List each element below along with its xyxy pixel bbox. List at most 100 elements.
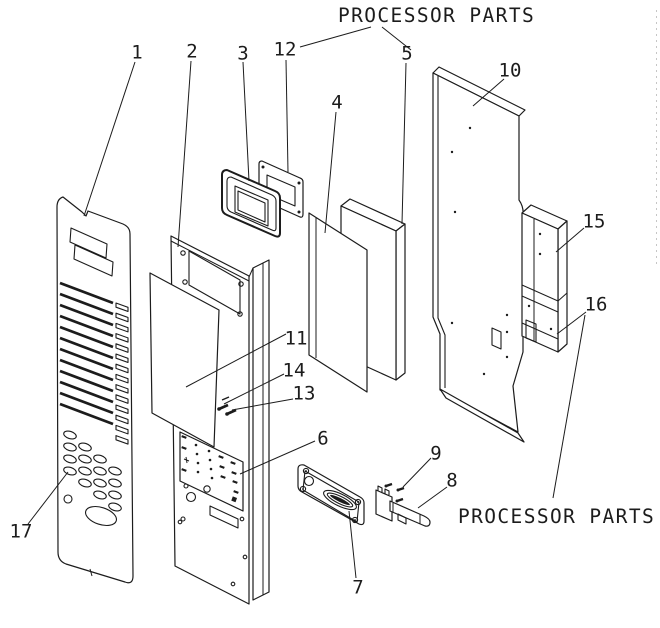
vent-slat	[59, 402, 114, 426]
callout-1: 1	[131, 42, 142, 64]
part-9-screws	[384, 482, 405, 503]
keypad-button	[78, 454, 92, 464]
leader-line	[555, 227, 585, 253]
display-window	[69, 227, 108, 259]
vent-slot	[115, 394, 129, 404]
panel-flange	[252, 259, 270, 601]
part-11-cover-sheet	[149, 272, 220, 448]
callout-8: 8	[446, 470, 457, 492]
keypad-button	[93, 454, 107, 464]
leader-line	[83, 61, 136, 217]
callout-7: 7	[352, 577, 363, 599]
panel-window	[188, 250, 241, 315]
small-button	[63, 494, 73, 504]
leader-line	[552, 314, 586, 499]
vent-slat	[59, 391, 114, 415]
vent-slat	[59, 281, 114, 305]
vent-slat	[59, 358, 114, 382]
keypad-button	[63, 454, 77, 464]
leader-line	[556, 311, 587, 335]
callout-12: 12	[274, 39, 297, 61]
key-mark	[219, 465, 225, 469]
vent-slot	[115, 343, 129, 353]
key-dot	[194, 443, 198, 447]
leader-line	[231, 398, 294, 411]
key-dot	[195, 452, 199, 456]
vent-slot	[115, 373, 129, 384]
leader-line	[324, 111, 337, 234]
callout-11: 11	[285, 328, 308, 350]
callout-2: 2	[186, 41, 197, 63]
part-6-keypad-membrane	[179, 431, 244, 512]
keypad-button	[108, 478, 122, 488]
callout-9: 9	[430, 443, 441, 465]
key-mark	[233, 490, 239, 494]
vent-slat	[59, 303, 114, 327]
leader-line	[239, 440, 316, 475]
keypad-button	[78, 478, 92, 488]
part-10-rear-panel	[432, 66, 526, 443]
callout-15: 15	[583, 211, 606, 233]
leader-line	[381, 26, 412, 51]
vent-slot	[115, 302, 129, 313]
rivet-dots	[450, 126, 509, 376]
leader-line	[27, 471, 69, 525]
leader-line	[223, 373, 285, 405]
key-mark	[181, 446, 187, 450]
key-dot	[210, 476, 214, 480]
callout-10: 10	[499, 60, 522, 82]
vent-slot	[115, 404, 129, 415]
vent-slot	[115, 333, 129, 343]
vent-slat	[59, 292, 114, 316]
leader-line	[417, 486, 448, 509]
key-mark	[218, 455, 224, 459]
vent-slot	[115, 353, 129, 364]
part-1-front-panel	[56, 196, 134, 584]
part-8-bracket	[375, 485, 431, 527]
vent-slat	[59, 336, 114, 360]
callout-14: 14	[283, 360, 306, 382]
callout-17: 17	[10, 521, 33, 543]
keypad-button	[63, 466, 77, 476]
leader-line	[348, 510, 357, 579]
part-15-16-brackets	[521, 204, 568, 353]
callout-6: 6	[317, 428, 328, 450]
title-top: PROCESSOR PARTS	[338, 4, 535, 27]
keypad-button	[108, 502, 122, 512]
key-mark	[220, 475, 226, 479]
key-dot	[208, 458, 212, 462]
part-7-mounting-plate	[297, 464, 365, 526]
vent-slat	[59, 347, 114, 371]
keypad-button	[63, 430, 77, 440]
callout-4: 4	[331, 92, 342, 114]
key-dot	[207, 449, 211, 453]
key-dot	[196, 470, 200, 474]
keypad-button	[78, 442, 92, 452]
vent-slats	[59, 281, 114, 426]
key-dot	[196, 461, 200, 465]
leader-line	[402, 457, 432, 488]
vent-slot	[115, 435, 129, 445]
part-13-14-screws	[217, 396, 237, 416]
leader-line	[285, 59, 289, 173]
keypad-button	[93, 490, 107, 500]
callout-3: 3	[237, 43, 248, 65]
part-15-upper-bracket	[521, 212, 559, 353]
vent-slot	[115, 312, 129, 323]
vent-slot	[115, 363, 129, 374]
key-dot	[209, 467, 213, 471]
keypad-button	[108, 490, 122, 500]
leader-line	[401, 62, 407, 225]
vent-slat	[59, 314, 114, 338]
key-mark	[181, 468, 187, 472]
callout-5: 5	[401, 43, 412, 65]
key-mark	[231, 471, 237, 475]
title-bottom: PROCESSOR PARTS	[458, 505, 655, 528]
key-mark	[232, 480, 238, 484]
leader-line	[177, 60, 192, 248]
keypad-button	[93, 466, 107, 476]
vent-slat	[59, 325, 114, 349]
vent-slat	[59, 380, 114, 404]
